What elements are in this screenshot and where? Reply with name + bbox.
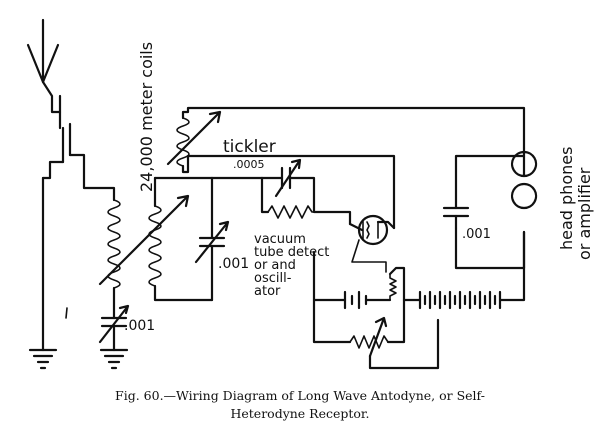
- tuning-cap-label: .001: [218, 256, 249, 272]
- secondary-coil: [148, 176, 214, 302]
- left-ground-line: [28, 176, 58, 370]
- vacuum-tube: [348, 214, 396, 273]
- phones-circuit: [442, 146, 538, 270]
- phone-bypass-capacitor: [442, 206, 470, 218]
- coils-label: 24,000 meter coils: [137, 42, 156, 192]
- antenna-cap-label: .001: [124, 318, 155, 334]
- phone-cap-label: .001: [462, 227, 491, 242]
- figure-caption-line2: Heterodyne Receptor.: [230, 406, 369, 421]
- tube-label-line1: vacuum: [254, 232, 306, 247]
- b-battery: [402, 230, 526, 310]
- a-battery: [343, 290, 368, 310]
- stray-mark: [65, 307, 68, 319]
- potentiometer-arrow: [368, 316, 388, 358]
- antenna-symbol: [26, 18, 60, 84]
- phones-label-line2: or amplifier: [575, 167, 594, 260]
- tickler-coil: [166, 106, 526, 230]
- tickler-arrow: [166, 110, 222, 166]
- tube-label-line4: oscill-: [254, 271, 292, 286]
- tube-label-line2: tube detect: [254, 245, 329, 260]
- head-phones-icon: [510, 150, 538, 210]
- variocoupler-arrow: [98, 194, 190, 286]
- tube-label: vacuum tube detect or and oscill- ator: [254, 232, 329, 299]
- antenna-variable-capacitor: [98, 304, 130, 370]
- grid-condenser-and-leak: [210, 158, 352, 226]
- phones-label-line1: head phones: [557, 147, 576, 250]
- antenna-switch: [41, 80, 72, 180]
- figure-caption-line1: Fig. 60.—Wiring Diagram of Long Wave Ant…: [115, 388, 485, 403]
- grid-cap-label: .0005: [233, 158, 265, 171]
- filament-circuit: [312, 250, 440, 370]
- tickler-label: tickler: [223, 137, 276, 157]
- tube-label-line5: ator: [254, 284, 281, 299]
- antenna-coil: [68, 153, 121, 320]
- tube-label-line3: or and: [254, 258, 296, 273]
- tuning-variable-capacitor: [194, 176, 230, 302]
